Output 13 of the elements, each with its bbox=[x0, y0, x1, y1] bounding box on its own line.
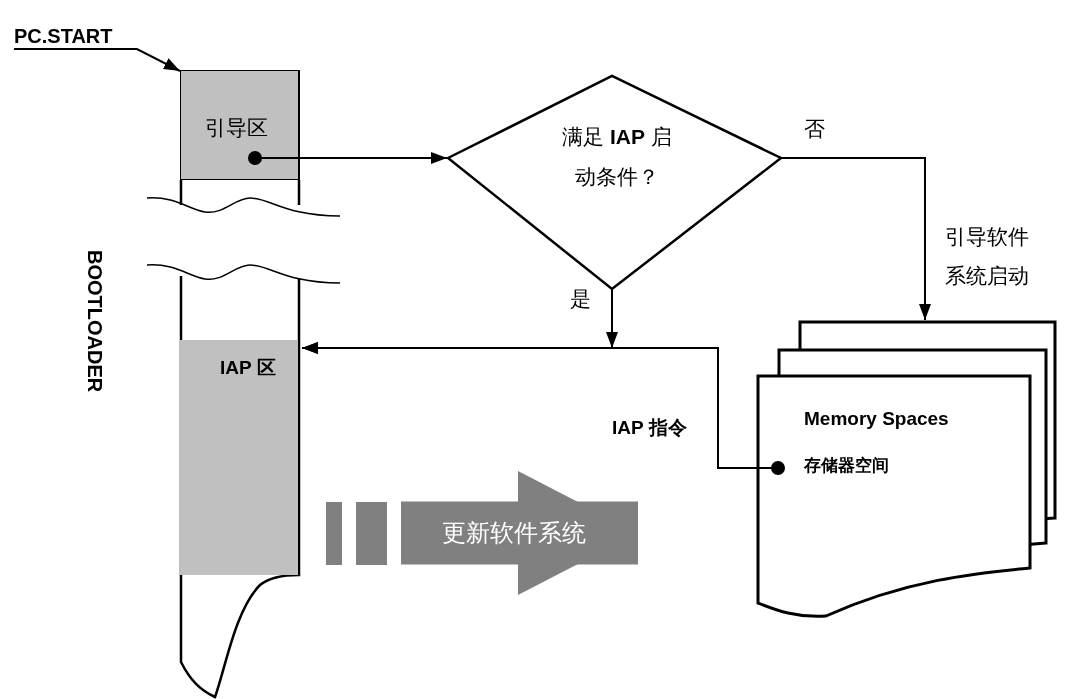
arrow bbox=[781, 157, 931, 321]
diamond-text: 满足 IAP 启动条件？ bbox=[561, 124, 673, 190]
start-label: PC.START bbox=[14, 25, 139, 49]
memory-region: IAP 区 bbox=[180, 340, 300, 575]
document-subtitle: 存储器空间 bbox=[804, 455, 889, 477]
memory-region: 引导区 bbox=[180, 70, 300, 180]
arrow bbox=[248, 151, 448, 165]
block-arrow bbox=[401, 471, 638, 595]
edge-label: IAP 指令 bbox=[610, 416, 689, 441]
note-text: 引导软件系统启动 bbox=[945, 224, 1030, 289]
document-title: Memory Spaces bbox=[804, 408, 949, 430]
vertical-label: BOOTLOADER bbox=[83, 250, 106, 393]
leader-line bbox=[13, 48, 181, 72]
